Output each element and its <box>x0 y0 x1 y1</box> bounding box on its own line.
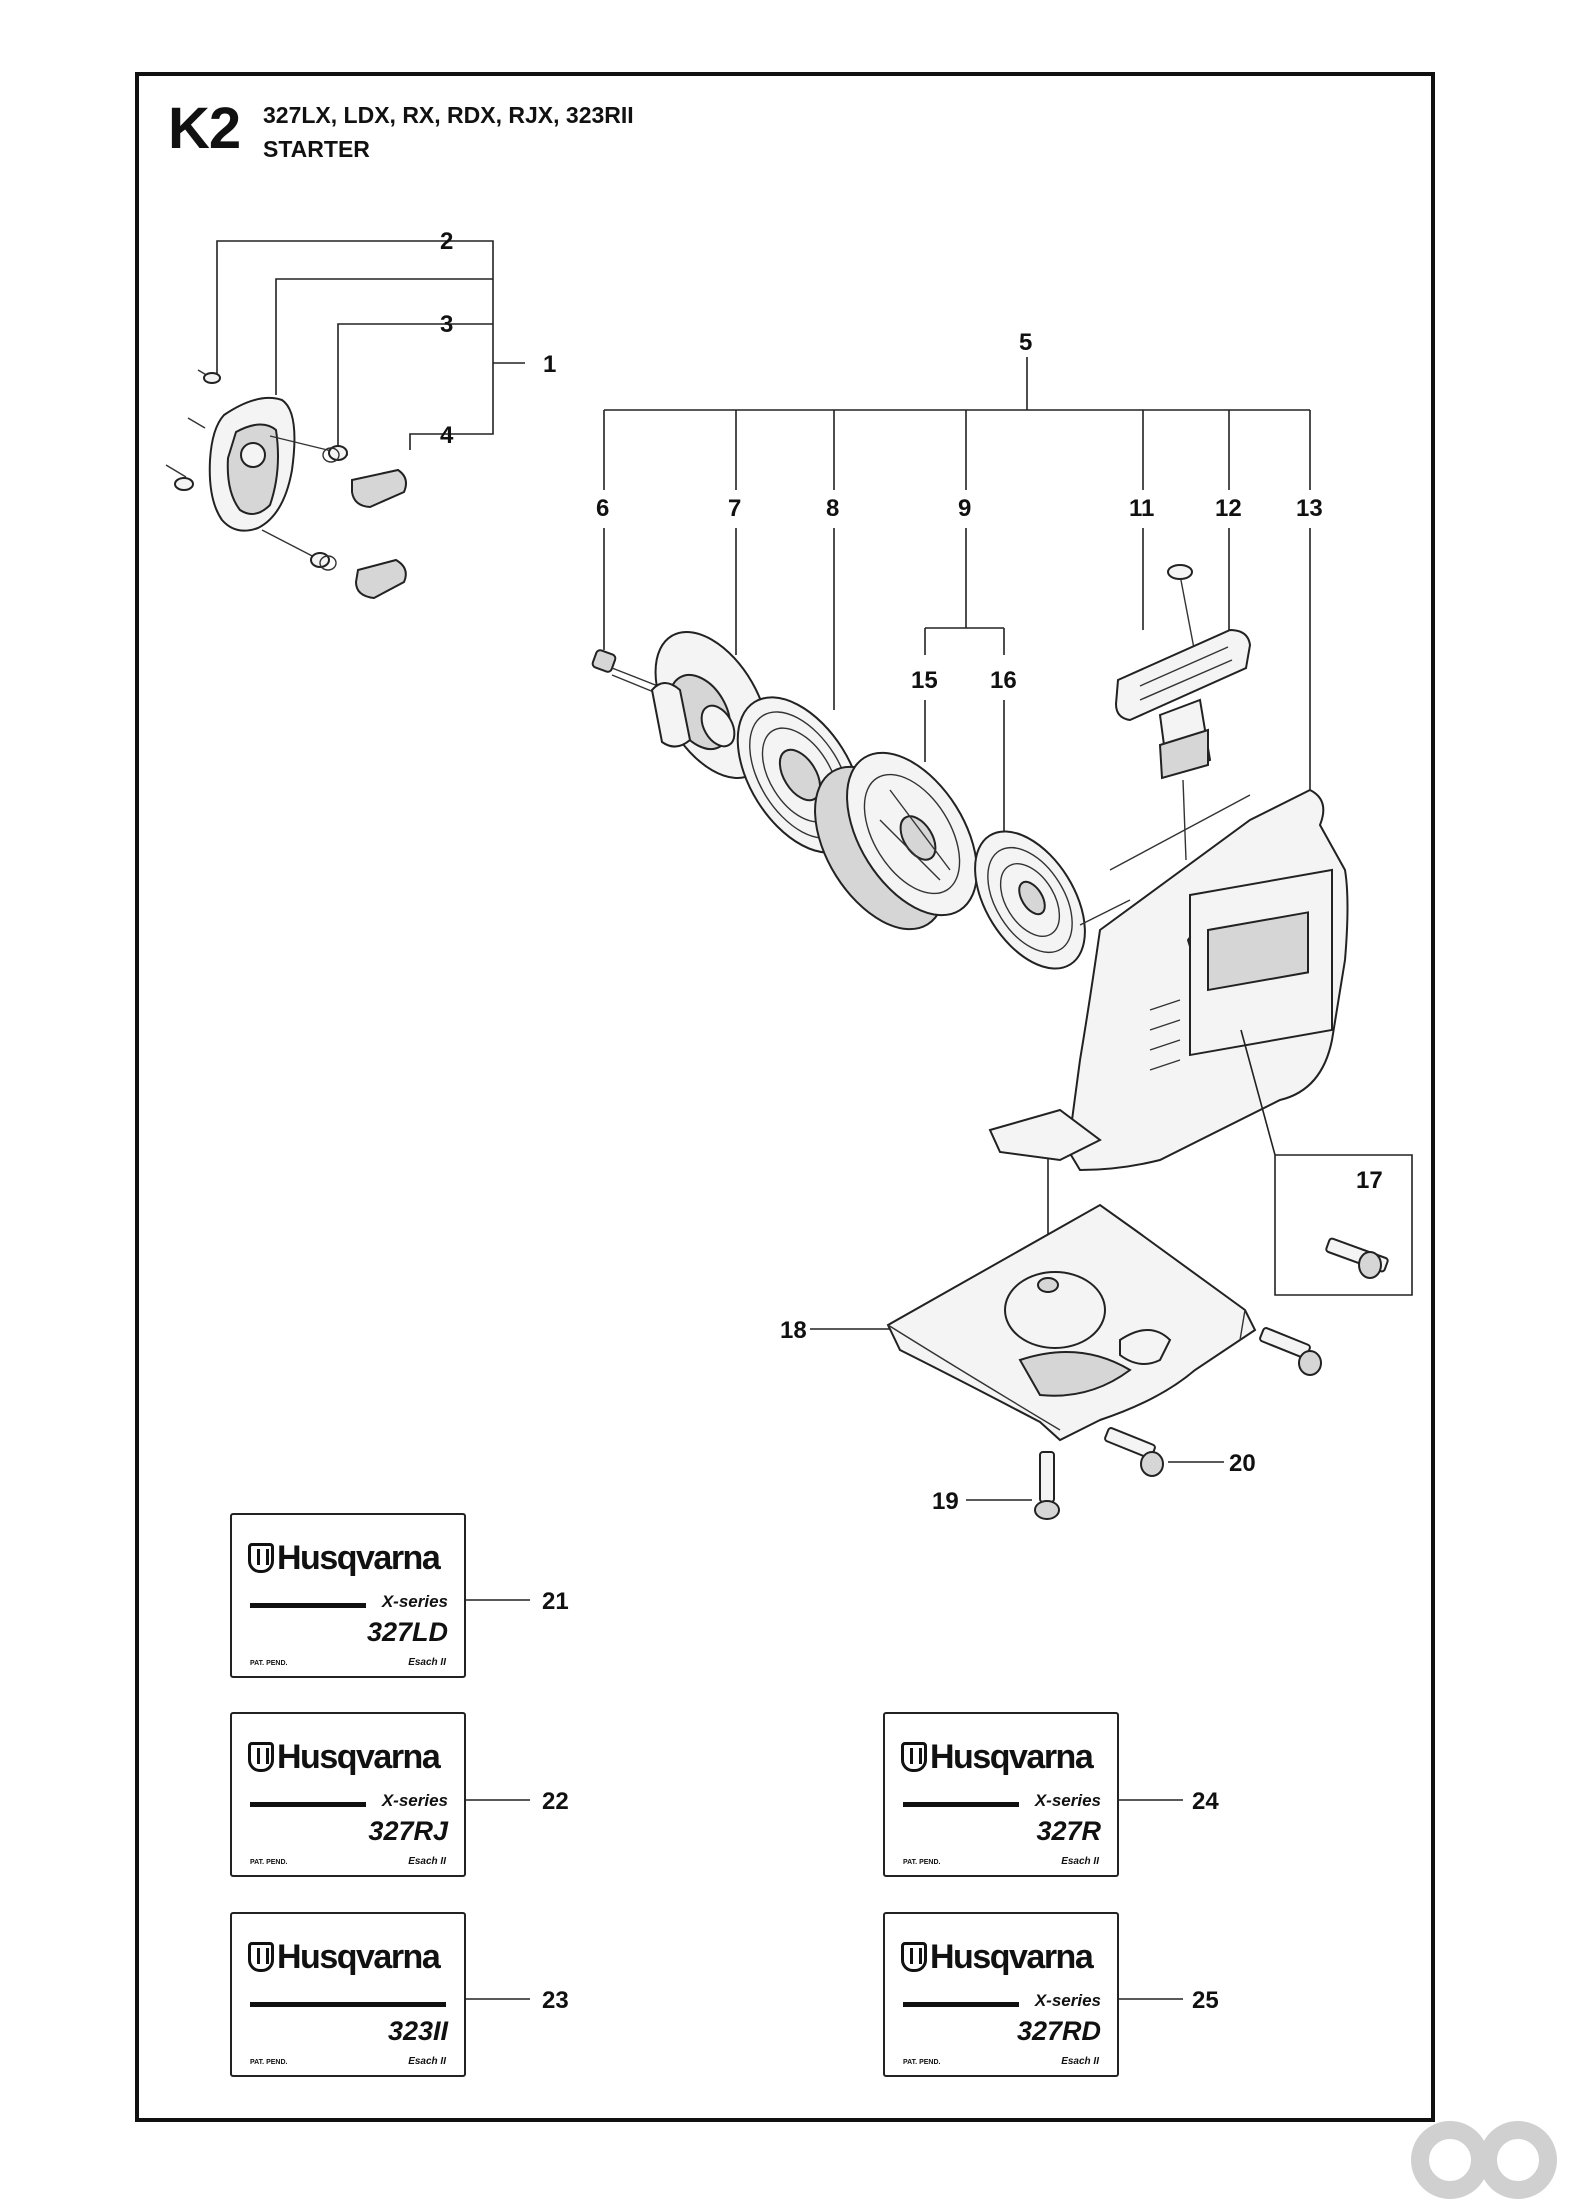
decal-sach: Esach II <box>408 2056 446 2067</box>
decal-bar <box>903 2002 1019 2007</box>
screw-19-part <box>1034 1451 1060 1520</box>
callout-3: 3 <box>440 311 453 338</box>
housing-13-part <box>988 788 1349 1172</box>
leader-1-bracket <box>429 240 494 435</box>
pawl-pivot <box>240 442 266 468</box>
model-list: 327LX, LDX, RX, RDX, RJX, 323RII <box>263 102 634 128</box>
leader-2 <box>216 240 429 375</box>
husqvarna-crest-icon <box>248 1543 274 1573</box>
leader-17-box <box>1240 1029 1413 1296</box>
husqvarna-logo: Husqvarna <box>248 1541 441 1575</box>
decal-323ii: Husqvarna 323II PAT. PEND. Esach II <box>230 1912 466 2077</box>
callout-2: 2 <box>440 228 453 255</box>
screw-side-part <box>1259 1327 1322 1376</box>
callout-22: 22 <box>542 1788 569 1815</box>
section-code: K2 <box>168 96 241 161</box>
callout-group-17: 17 <box>1240 1029 1413 1296</box>
decal-bar <box>250 2002 446 2007</box>
spring-3-part <box>261 435 349 571</box>
screw-17-part <box>1325 1237 1389 1279</box>
callout-15: 15 <box>911 667 938 694</box>
starter-cover-inner <box>226 423 279 515</box>
decal-327rj: Husqvarna X-series 327RJ PAT. PEND. Esac… <box>230 1712 466 1877</box>
spring-16-part <box>974 830 1086 970</box>
callout-group-1: 2 3 1 4 <box>165 228 556 600</box>
husqvarna-crest-icon <box>901 1942 927 1972</box>
decal-sach: Esach II <box>1061 2056 1099 2067</box>
decal-pat: PAT. PEND. <box>250 1859 288 1866</box>
husqvarna-logo: Husqvarna <box>901 1740 1094 1774</box>
callout-group-5: 5 6 7 8 9 11 12 13 15 16 <box>591 329 1349 1172</box>
husqvarna-logo: Husqvarna <box>901 1940 1094 1974</box>
screw-2-part <box>165 369 221 491</box>
callout-7: 7 <box>728 495 741 522</box>
decal-pat: PAT. PEND. <box>250 2059 288 2066</box>
decal-leaders: 21 22 23 24 25 <box>464 1588 1219 2014</box>
leader-3 <box>337 323 429 448</box>
callout-12: 12 <box>1215 495 1242 522</box>
decal-model: 327RD <box>1016 2016 1101 2046</box>
callout-group-18: 18 19 <box>780 1158 1322 1520</box>
callout-1: 1 <box>543 351 556 378</box>
decal-pat: PAT. PEND. <box>903 1859 941 1866</box>
callout-23: 23 <box>542 1987 569 2014</box>
pawl-4-part <box>351 468 407 600</box>
decal-model: 327LD <box>366 1617 448 1647</box>
husqvarna-logo: Husqvarna <box>248 1940 441 1974</box>
callout-24: 24 <box>1192 1788 1219 1815</box>
callout-9: 9 <box>958 495 971 522</box>
decal-model: 327R <box>1036 1816 1101 1846</box>
pulley-15-part <box>814 751 978 931</box>
decal-bar <box>903 1802 1019 1807</box>
base-plate-18-part <box>886 1203 1257 1442</box>
decal-series: X-series <box>381 1791 448 1810</box>
decal-model: 327RJ <box>368 1816 448 1846</box>
callout-11: 11 <box>1129 495 1154 522</box>
decal-327r: Husqvarna X-series 327R PAT. PEND. Esach… <box>883 1712 1119 1877</box>
handle-12-part <box>1114 564 1252 861</box>
decal-model: 323II <box>387 2016 448 2046</box>
callout-19: 19 <box>932 1488 959 1515</box>
callout-5: 5 <box>1019 329 1032 356</box>
husqvarna-crest-icon <box>901 1742 927 1772</box>
callout-21: 21 <box>542 1588 569 1615</box>
callout-18: 18 <box>780 1317 807 1344</box>
leader-4 <box>409 433 429 450</box>
callout-4: 4 <box>440 422 454 449</box>
callout-17: 17 <box>1356 1167 1383 1194</box>
decal-bar <box>250 1603 366 1608</box>
decal-series: X-series <box>381 1592 448 1611</box>
callout-8: 8 <box>826 495 839 522</box>
leader-2b <box>275 278 493 395</box>
decal-pat: PAT. PEND. <box>250 1660 288 1667</box>
callout-6: 6 <box>596 495 609 522</box>
section-title: STARTER <box>263 136 370 162</box>
callout-25: 25 <box>1192 1987 1219 2014</box>
decal-pat: PAT. PEND. <box>903 2059 941 2066</box>
callout-20: 20 <box>1229 1450 1256 1477</box>
decal-series: X-series <box>1034 1991 1101 2010</box>
husqvarna-crest-icon <box>248 1742 274 1772</box>
decal-sach: Esach II <box>1061 1856 1099 1867</box>
decal-327rd: Husqvarna X-series 327RD PAT. PEND. Esac… <box>883 1912 1119 2077</box>
callout-16: 16 <box>990 667 1017 694</box>
decal-bar <box>250 1802 366 1807</box>
screw-20-part <box>1104 1427 1164 1477</box>
watermark-logo-icon <box>1411 2121 1557 2199</box>
diagram-frame <box>135 72 1435 2122</box>
decal-series: X-series <box>1034 1791 1101 1810</box>
decal-sach: Esach II <box>408 1657 446 1668</box>
husqvarna-logo: Husqvarna <box>248 1740 441 1774</box>
decal-327ld: Husqvarna X-series 327LD PAT. PEND. Esac… <box>230 1513 466 1678</box>
decal-sach: Esach II <box>408 1856 446 1867</box>
husqvarna-crest-icon <box>248 1942 274 1972</box>
callout-13: 13 <box>1296 495 1323 522</box>
